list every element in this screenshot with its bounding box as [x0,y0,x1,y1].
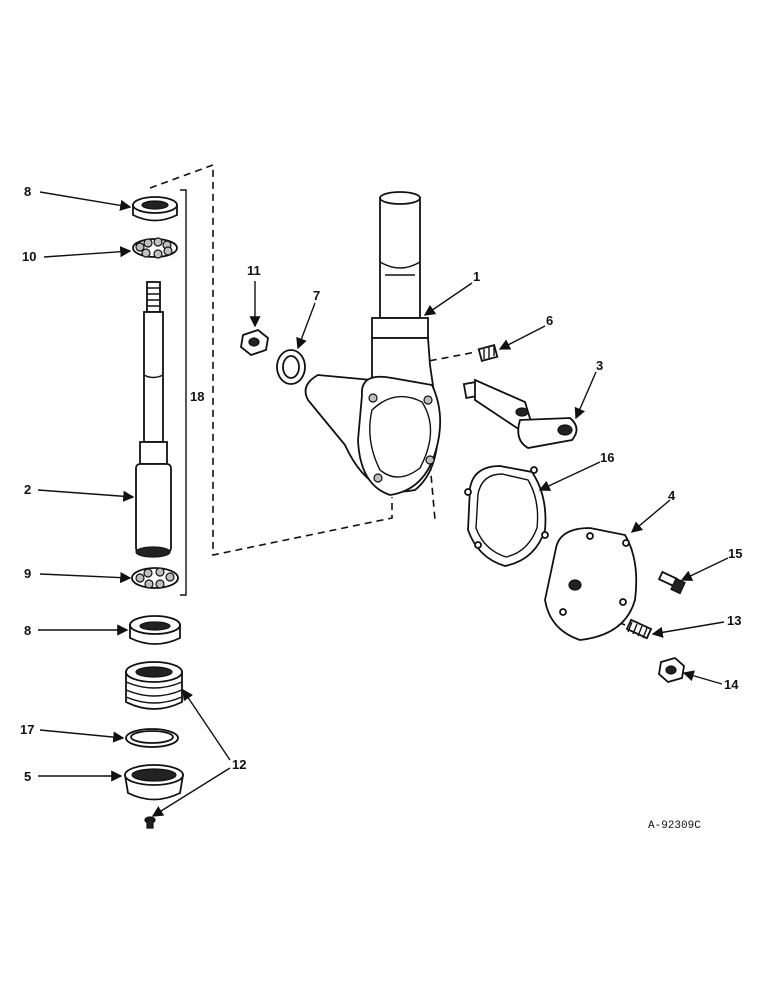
bearing-cup-bottom [129,615,181,645]
grease-fitting [477,344,499,362]
callout-10: 10 [22,249,36,264]
callout-5: 5 [24,769,31,784]
callout-3: 3 [596,358,603,373]
callout-1: 1 [473,269,480,284]
lock-nut [658,656,685,684]
callout-12: 12 [232,757,246,772]
callout-2: 2 [24,482,31,497]
drawing-reference-code: A-92309C [648,820,701,832]
ball-bearing-bottom [131,567,179,589]
callout-14: 14 [724,677,739,692]
spindle-housing [304,191,442,496]
callout-8-top: 8 [24,184,31,199]
cap-screw [657,570,686,595]
oil-seal [276,349,306,385]
callout-9: 9 [24,566,31,581]
callout-16: 16 [600,450,614,465]
callout-labels: 8 10 2 9 8 17 5 12 18 11 7 1 6 3 16 4 15… [20,184,742,784]
seal-assembly [125,661,183,710]
callout-4: 4 [668,488,676,503]
o-ring [125,728,179,748]
callout-6: 6 [546,313,553,328]
callout-18: 18 [190,389,204,404]
cover-plate [544,527,638,641]
callout-11: 11 [247,263,261,278]
small-screw [144,816,156,829]
hex-nut [240,328,269,357]
callout-7: 7 [313,288,320,303]
bearing-cup-top [132,196,178,222]
gasket [464,465,549,567]
ball-bearing-top [132,237,178,259]
bottom-nut [123,764,185,801]
leader-lines [37,191,729,817]
callout-8-bottom: 8 [24,623,31,638]
group-bracket-18 [180,189,187,596]
callout-13: 13 [727,613,741,628]
steering-shaft [135,281,172,558]
callout-15: 15 [728,546,742,561]
callout-17: 17 [20,722,34,737]
steering-arm [462,378,578,449]
stud [625,618,653,640]
